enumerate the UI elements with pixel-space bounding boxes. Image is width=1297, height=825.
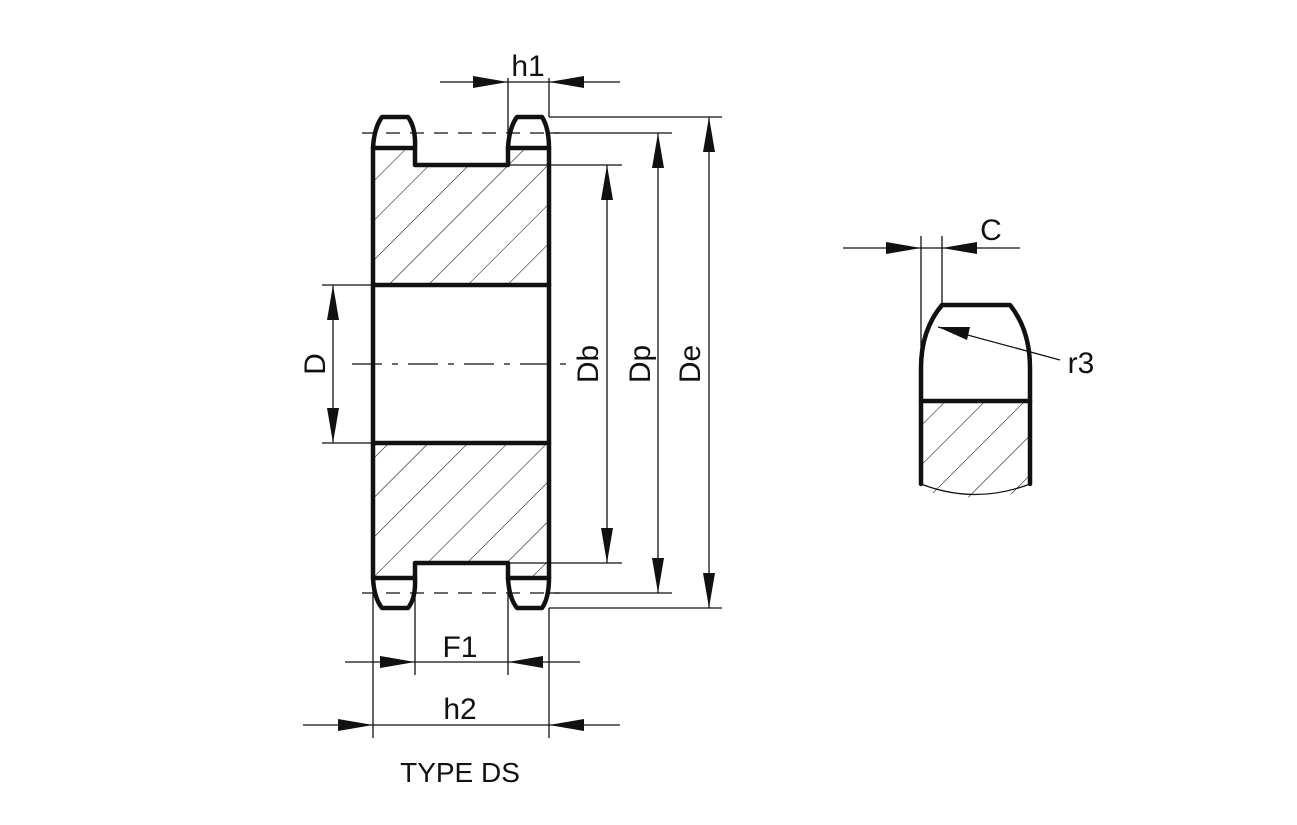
dimensions <box>303 76 722 738</box>
label-de: De <box>674 345 707 383</box>
drawing-caption: TYPE DS <box>400 757 520 788</box>
label-h2: h2 <box>443 693 476 726</box>
label-r3: r3 <box>1068 347 1095 380</box>
label-h1: h1 <box>511 50 544 83</box>
tooth-detail-break-line <box>920 483 1031 496</box>
top-right-tooth <box>505 114 552 151</box>
bottom-right-tooth <box>505 575 552 611</box>
label-f1: F1 <box>442 631 477 664</box>
label-dp: Dp <box>624 345 657 383</box>
tooth-detail-outline <box>918 302 1033 487</box>
sprocket-section-view <box>352 114 570 611</box>
upper-hatched-section <box>373 165 549 285</box>
label-c: C <box>980 214 1002 247</box>
top-left-tooth <box>370 114 418 151</box>
lower-hatched-section <box>373 443 549 563</box>
label-db: Db <box>572 345 605 383</box>
label-d: D <box>299 353 332 375</box>
tooth-detail-view <box>843 236 1061 498</box>
